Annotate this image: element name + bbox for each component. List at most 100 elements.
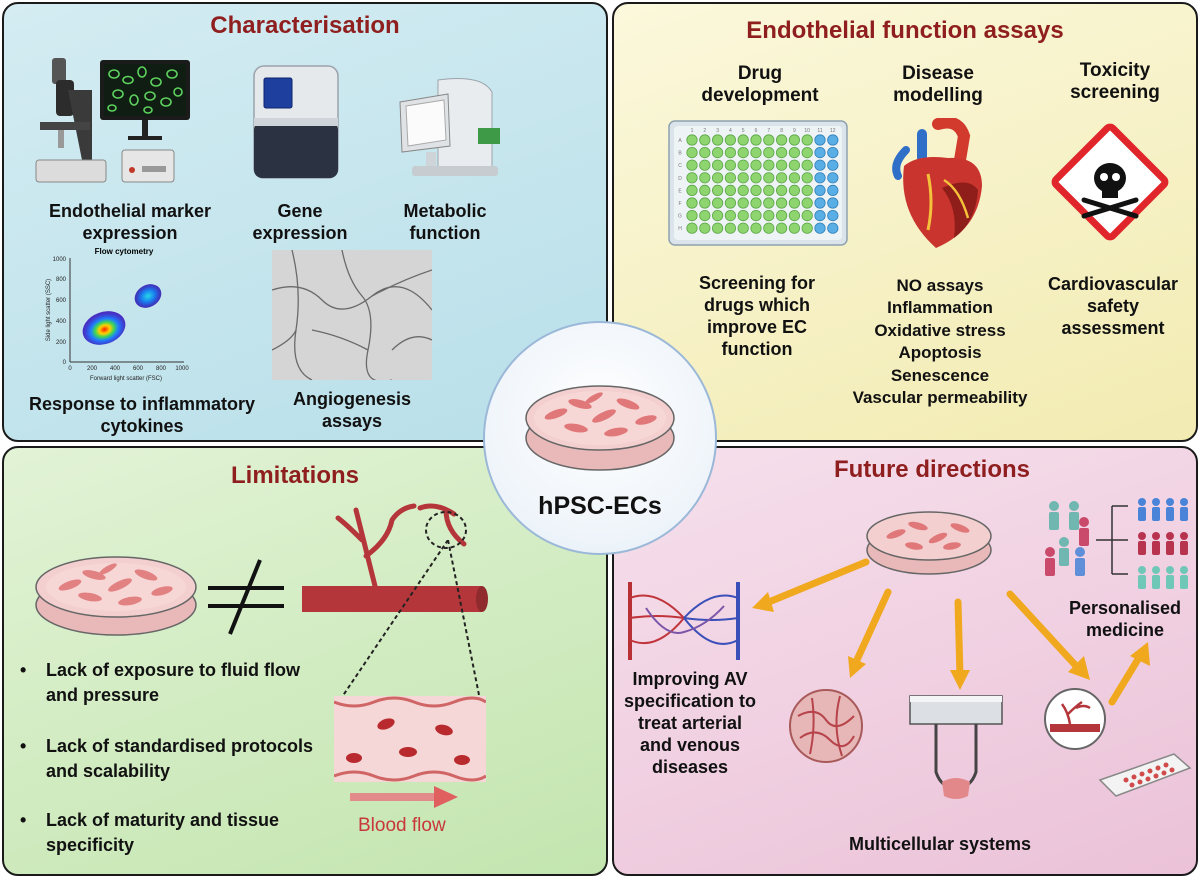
plate-well (776, 172, 788, 184)
plate-col-label: 9 (793, 128, 796, 134)
plate-well (711, 210, 724, 222)
flow-ytick: 1000 (53, 257, 67, 263)
plate-row-label: C (678, 163, 682, 169)
plate-well (776, 197, 788, 209)
plate-well (750, 134, 762, 146)
plate-well (814, 134, 826, 146)
plate-well (801, 197, 813, 209)
plate-well (699, 146, 711, 159)
petri-dish-icon (866, 511, 992, 575)
plate-well (724, 172, 737, 184)
plate-well (711, 222, 724, 234)
plate-row-label: D (678, 176, 682, 182)
disease-assay-4: Apoptosis (898, 343, 982, 362)
plate-well (776, 146, 788, 159)
drug-description: Screening for drugs which improve EC fun… (698, 273, 816, 359)
plate-well (750, 172, 762, 184)
plate-well (711, 172, 724, 184)
plate-well (788, 159, 801, 171)
plate-well (699, 197, 711, 209)
plate-well (711, 184, 724, 197)
disease-assay-6: Vascular permeability (852, 388, 1028, 407)
plate-well (699, 134, 711, 146)
drug-development-title: Drug development (701, 63, 819, 106)
plate-well (814, 184, 826, 197)
limitation-bullet-2: Lack of standardised protocols and scala… (20, 734, 326, 784)
plate-well (750, 184, 762, 197)
not-equal-icon (208, 559, 284, 635)
plate-well (763, 159, 775, 171)
microplate-icon (1098, 753, 1192, 797)
plate-well (724, 146, 737, 159)
plate-well (788, 197, 801, 209)
flow-ytick: 800 (56, 277, 67, 283)
plate-row-label: F (678, 201, 681, 207)
plate-well (699, 172, 711, 184)
plate-well (737, 210, 749, 222)
organ-chip-icon (909, 695, 1003, 799)
plate-col-label: 10 (804, 128, 810, 134)
plate-col-label: 4 (729, 128, 732, 134)
zoom-lines (339, 540, 481, 701)
plate-well (699, 210, 711, 222)
plate-well (724, 222, 737, 234)
plate-well (750, 222, 762, 234)
plate-well (711, 159, 724, 171)
plate-col-label: 7 (767, 128, 770, 134)
plate-well (686, 184, 698, 197)
plate-row-label: A (678, 138, 682, 144)
plate-well (737, 159, 749, 171)
plate-col-label: 1 (691, 128, 694, 134)
plate-well (737, 184, 749, 197)
plate-well (827, 184, 839, 197)
plate-well (724, 134, 737, 146)
plate-well (699, 159, 711, 171)
toxicity-description: Cardiovascular safety assessment (1047, 274, 1179, 338)
blood-flow-label: Blood flow (358, 815, 446, 836)
plate-well (827, 134, 839, 146)
blood-vessel-icon (302, 503, 488, 612)
plate-well (737, 222, 749, 234)
plate-col-label: 5 (742, 128, 745, 134)
flow-xtick: 400 (110, 366, 121, 372)
metabolic-analyser-icon (399, 78, 500, 176)
plate-well (801, 134, 813, 146)
future-title: Future directions (833, 456, 1031, 483)
plate-well (750, 159, 762, 171)
plate-well (763, 197, 775, 209)
plate-well (763, 184, 775, 197)
plate-well (737, 197, 749, 209)
plate-row-label: E (678, 188, 682, 194)
plate-well (776, 159, 788, 171)
plate-well (776, 222, 788, 234)
plate-well (750, 146, 762, 159)
flow-xtick: 200 (87, 366, 98, 372)
disease-assay-5: Senescence (890, 366, 990, 385)
plate-well (737, 134, 749, 146)
petri-dish-icon (525, 385, 675, 471)
plate-row-label: H (678, 226, 682, 232)
plate-well (801, 222, 813, 234)
endothelial-title: Endothelial function assays (746, 17, 1064, 44)
plate-well (827, 146, 839, 159)
plate-well (763, 172, 775, 184)
angiogenesis-image (272, 250, 432, 380)
plate-well (814, 172, 826, 184)
plate-well (801, 210, 813, 222)
plate-well (801, 159, 813, 171)
plate-well (737, 146, 749, 159)
flow-cytometry-plot: Flow cytometry 0 200 400 600 800 1000 0 … (46, 247, 189, 382)
disease-modelling-title: Disease modelling (893, 63, 983, 106)
blood-flow-arrow (350, 786, 458, 808)
plate-well (801, 184, 813, 197)
plate-well (711, 197, 724, 209)
limitations-title: Limitations (230, 462, 359, 489)
plate-well (724, 159, 737, 171)
flow-xtick: 800 (156, 366, 167, 372)
plate-well (750, 197, 762, 209)
plate-well (763, 146, 775, 159)
av-specification-label: Improving AV specification to treat arte… (623, 669, 757, 777)
disease-assay-2: Inflammation (887, 298, 993, 317)
vessel-chip-icon (1044, 688, 1106, 750)
plate-well (686, 159, 698, 171)
